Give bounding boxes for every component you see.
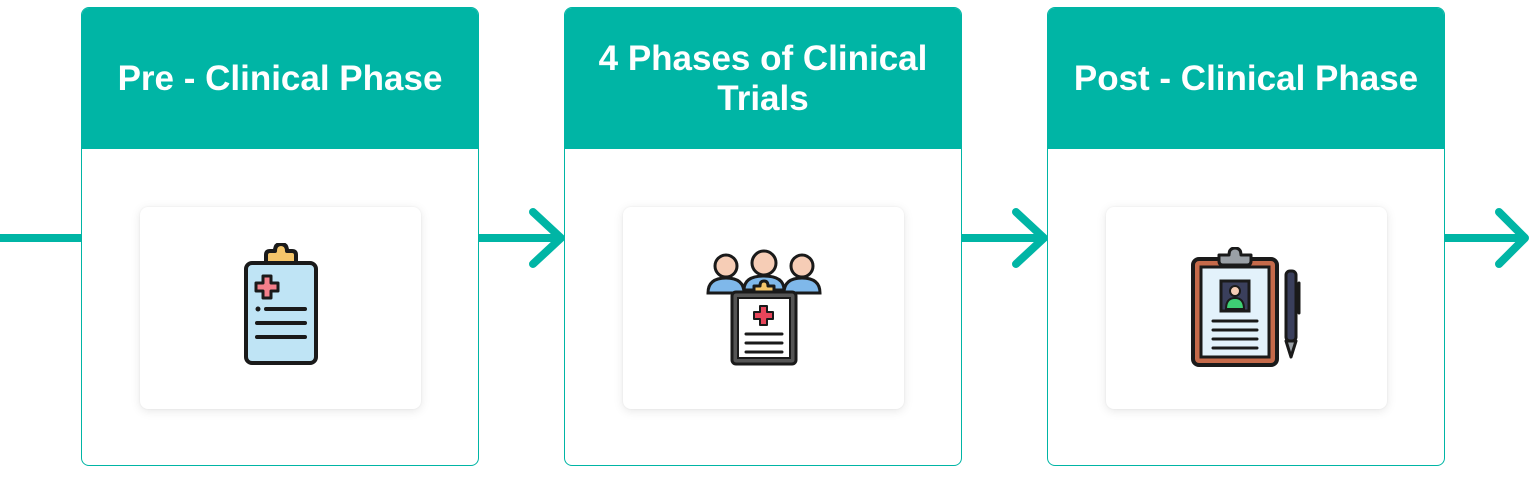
phase-card-header: Post - Clinical Phase [1048,8,1444,149]
arrow-right-icon [962,208,1048,268]
phase-card-pre-clinical: Pre - Clinical Phase [81,7,479,466]
phase-icon-box [1106,207,1387,409]
patient-record-pen-icon [1190,247,1300,367]
phase-title: Pre - Clinical Phase [117,58,443,98]
phase-title: Post - Clinical Phase [1073,58,1419,98]
phase-card-post-clinical: Post - Clinical Phase [1047,7,1445,466]
arrow-right-icon [479,208,565,268]
phase-icon-box [623,207,904,409]
entry-connector-line [0,234,82,242]
arrow-right-icon [1445,208,1529,268]
phase-card-header: Pre - Clinical Phase [82,8,478,149]
phase-icon-box [140,207,421,409]
phase-card-clinical-trials: 4 Phases of Clinical Trials [564,7,962,466]
phase-card-header: 4 Phases of Clinical Trials [565,8,961,149]
medical-clipboard-icon [243,243,318,365]
phase-title: 4 Phases of Clinical Trials [598,38,928,118]
patients-clipboard-icon [705,249,822,366]
